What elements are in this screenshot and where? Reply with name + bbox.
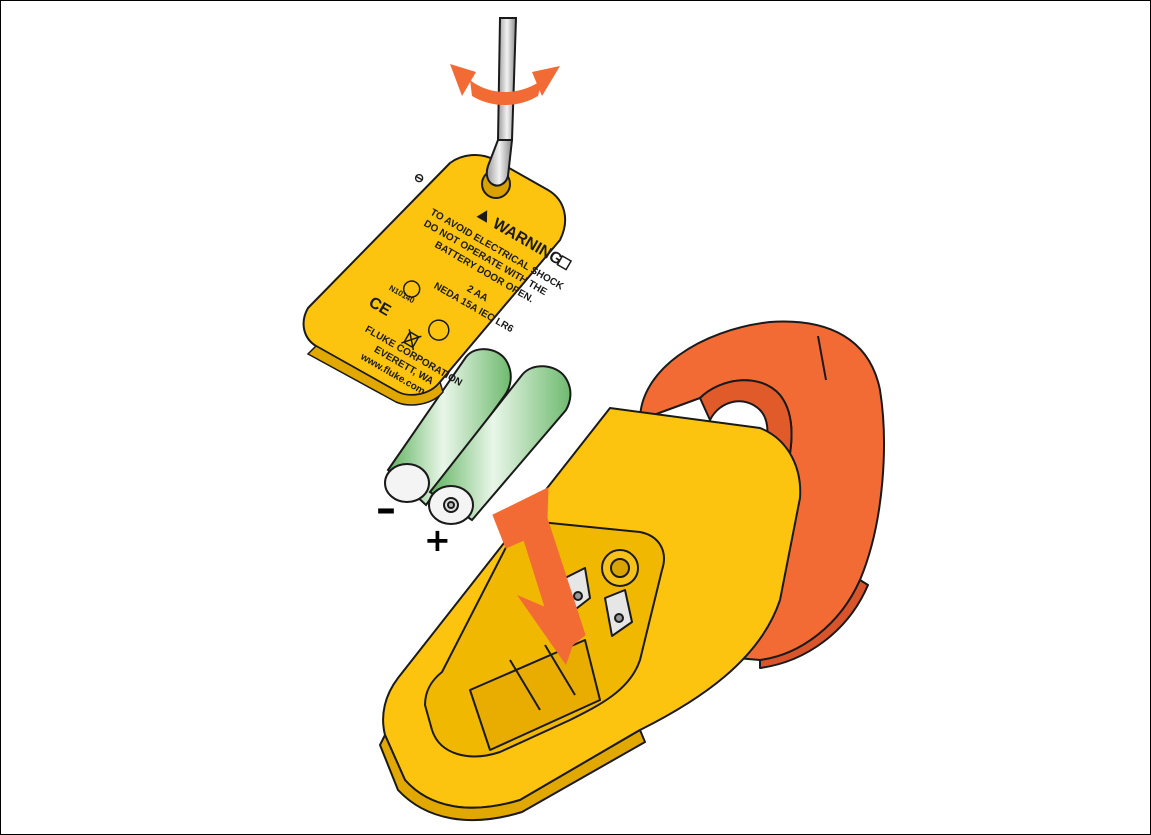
jaw-split-line <box>817 335 827 381</box>
door-screw-symbol: ⊖ <box>411 169 427 186</box>
door-bin-icon <box>401 329 422 351</box>
meter-screw-hole <box>610 558 630 578</box>
rotate-arrow <box>450 64 560 105</box>
door-warning-icon <box>476 210 488 223</box>
insert-arrow <box>492 487 586 665</box>
polarity-plus: + <box>424 521 451 559</box>
polarity-minus: – <box>376 486 396 532</box>
door-csa-icon <box>428 319 450 341</box>
compartment-floor <box>469 639 601 751</box>
door-double-insulation-icon <box>556 254 573 271</box>
battery-right <box>428 365 572 525</box>
door-recycle-icon <box>402 280 421 298</box>
battery-door: WARNING TO AVOID ELECTRICAL SHOCK DO NOT… <box>302 154 573 406</box>
battery-contact-right <box>604 589 633 637</box>
clamp-meter <box>379 320 885 822</box>
compartment-ribs <box>509 644 576 711</box>
meter-body-side <box>379 729 646 822</box>
battery-left <box>384 348 512 507</box>
